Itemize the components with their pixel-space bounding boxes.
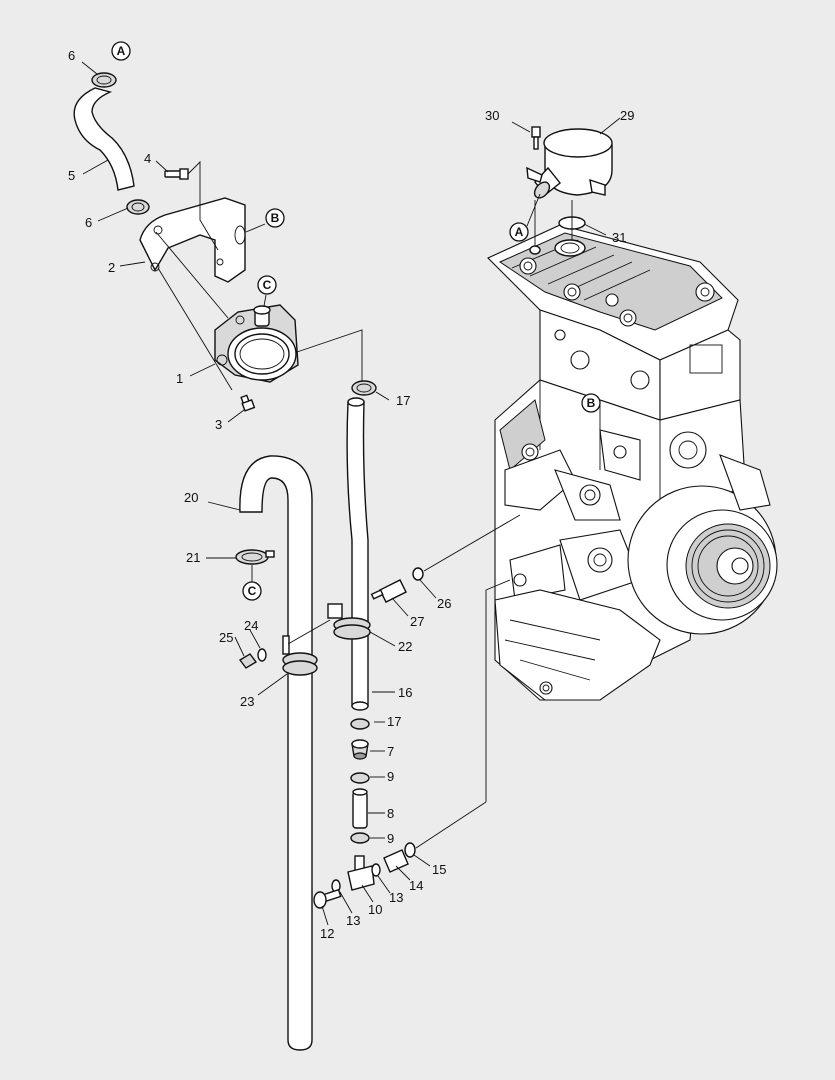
washer-24	[257, 648, 267, 662]
callout-25: 25	[219, 630, 233, 645]
callout-13-left: 13	[346, 913, 360, 928]
callout-13-right: 13	[389, 890, 403, 905]
callout-8: 8	[387, 806, 394, 821]
callout-5: 5	[68, 168, 75, 183]
callout-10: 10	[368, 902, 382, 917]
nut-25	[238, 653, 258, 669]
bolt-30	[531, 126, 541, 138]
clamp-9-bottom	[350, 832, 370, 844]
svg-text:A: A	[117, 44, 126, 58]
callout-leaders	[81, 61, 621, 926]
ref-a-breather: A	[509, 222, 529, 242]
clamp-23	[282, 660, 318, 676]
reference-markers: A A B B C C	[111, 41, 601, 601]
adapter-14	[383, 849, 409, 873]
callout-4: 4	[144, 151, 151, 166]
callout-27: 27	[410, 614, 424, 629]
svg-text:B: B	[271, 211, 280, 225]
tube-8	[352, 791, 368, 829]
callout-6-top: 6	[68, 48, 75, 63]
ref-c-tube: C	[242, 581, 262, 601]
callout-16: 16	[398, 685, 412, 700]
drain-hose-16	[327, 380, 377, 711]
oil-breather-assembly	[526, 126, 613, 257]
callout-14: 14	[409, 878, 423, 893]
callout-26: 26	[437, 596, 451, 611]
upper-hose-assembly	[73, 72, 363, 412]
clamp-6-bottom	[126, 199, 150, 215]
drain-fittings	[238, 514, 521, 909]
hose-5	[73, 87, 135, 191]
callout-31: 31	[612, 230, 626, 245]
ref-b-engine: B	[581, 393, 601, 413]
svg-text:C: C	[248, 584, 257, 598]
callout-17-bottom: 17	[387, 714, 401, 729]
callout-23: 23	[240, 694, 254, 709]
callout-17-top: 17	[396, 393, 410, 408]
callout-12: 12	[320, 926, 334, 941]
svg-text:A: A	[515, 225, 524, 239]
callout-15: 15	[432, 862, 446, 877]
ref-a-top: A	[111, 41, 131, 61]
callout-9-bottom: 9	[387, 831, 394, 846]
callout-24: 24	[244, 618, 258, 633]
callout-30: 30	[485, 108, 499, 123]
breather-clip	[526, 166, 543, 183]
callout-labels: 6 5 6 4 2 1 3 17 20 21 24 25 22 23 16 17…	[68, 48, 634, 941]
callout-7: 7	[387, 744, 394, 759]
clamp-17-top	[351, 380, 377, 396]
callout-21: 21	[186, 550, 200, 565]
fitting-27	[379, 579, 407, 603]
callout-9-top: 9	[387, 769, 394, 784]
washer-15	[404, 842, 416, 858]
callout-22: 22	[398, 639, 412, 654]
engine-block	[487, 224, 778, 701]
clamp-6-top	[91, 72, 117, 88]
callout-6-bottom: 6	[85, 215, 92, 230]
callout-3: 3	[215, 417, 222, 432]
svg-text:B: B	[587, 396, 596, 410]
ref-b-bracket: B	[265, 208, 285, 228]
clamp-9-top	[350, 772, 370, 784]
callout-2: 2	[108, 260, 115, 275]
vent-tube-20	[235, 455, 331, 1051]
clamp-21	[235, 549, 269, 565]
clamp-17-bottom	[350, 718, 370, 730]
bracket-2	[139, 197, 246, 283]
svg-text:C: C	[263, 278, 272, 292]
ref-c-separator: C	[257, 275, 277, 295]
callout-20: 20	[184, 490, 198, 505]
callout-29: 29	[620, 108, 634, 123]
washer-13-right	[371, 863, 381, 877]
callout-1: 1	[176, 371, 183, 386]
washer-26	[412, 567, 424, 581]
